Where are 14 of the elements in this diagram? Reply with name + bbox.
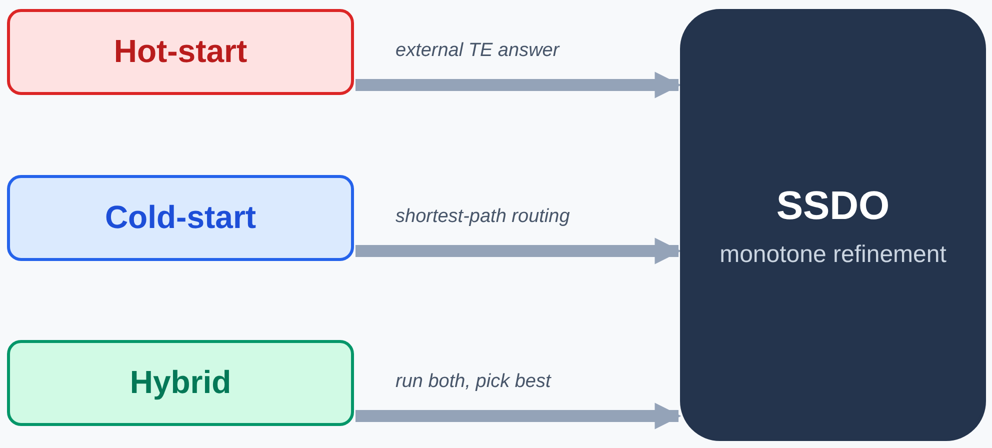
node-title: Hybrid [128,363,232,402]
node-title: SSDO [775,182,891,230]
start-mode-box [7,175,354,261]
node-title: Cold-start [104,198,258,238]
arrow [356,238,682,264]
process-panel [680,9,986,441]
edge-label: run both, pick best [394,371,553,393]
start-mode-box [7,9,354,95]
edge-label: shortest-path routing [394,206,572,228]
node-subtitle: monotone refinement [718,240,948,270]
arrow [356,402,682,430]
start-mode-box [7,340,354,426]
node-title: Hot-start [112,32,248,72]
arrow [356,72,682,98]
